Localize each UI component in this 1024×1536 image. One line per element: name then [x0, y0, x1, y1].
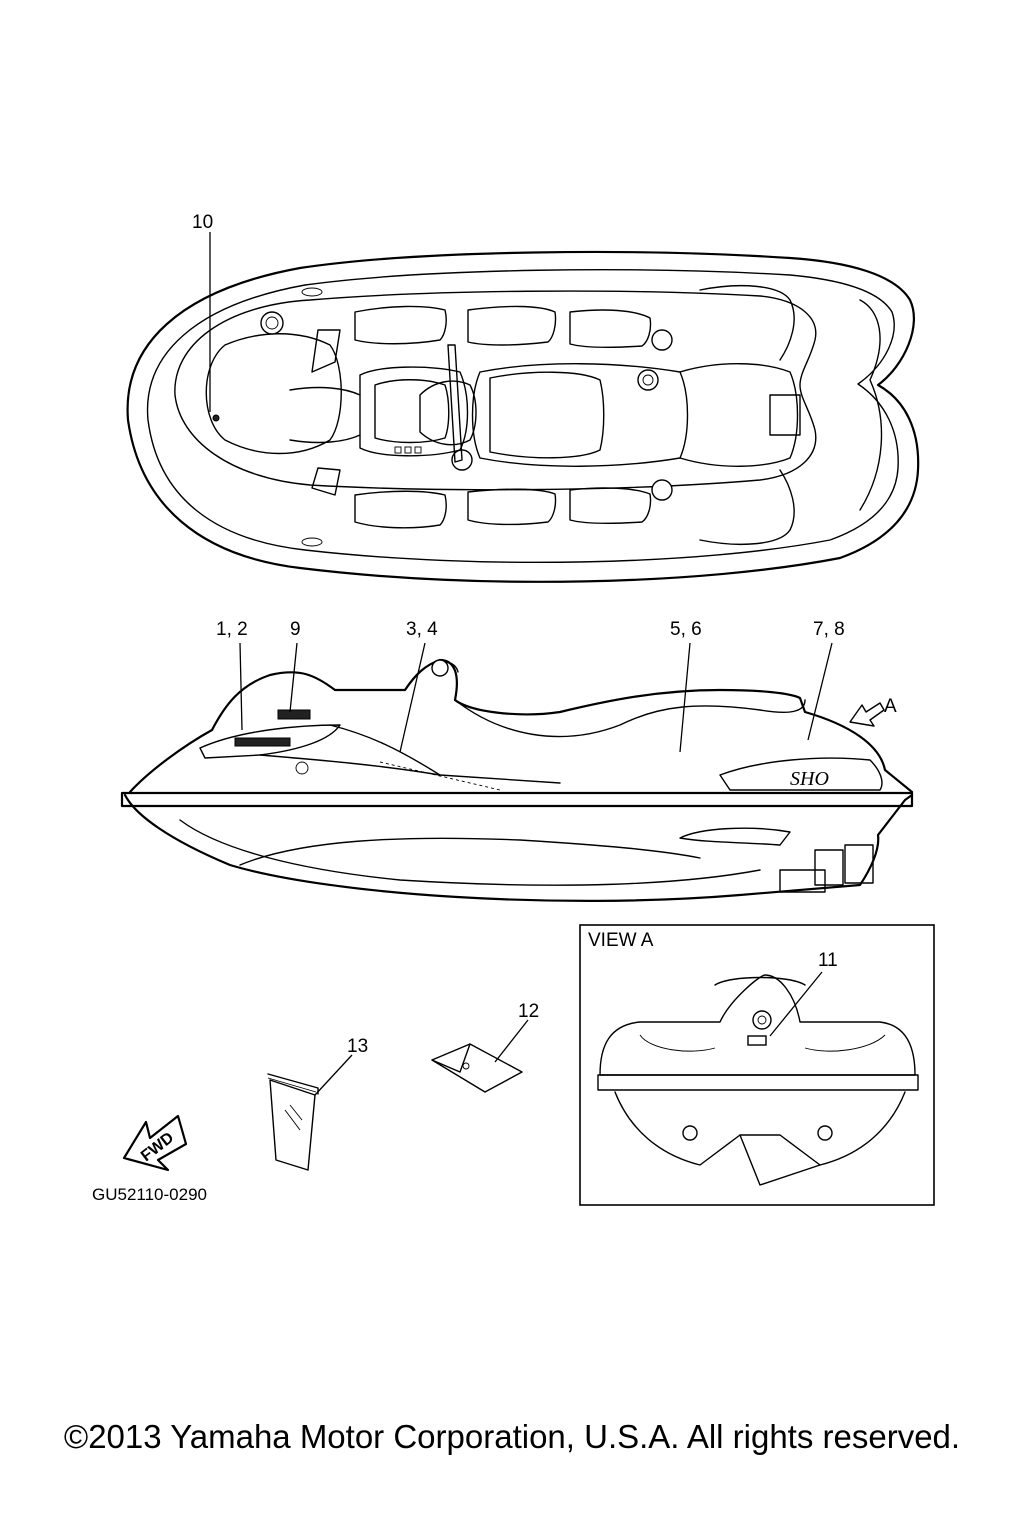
side-view-watercraft: SHO	[120, 658, 914, 902]
callout-3-4: 3, 4	[406, 619, 438, 640]
leader-3-4	[399, 642, 426, 753]
rear-view-watercraft	[597, 974, 919, 1186]
part-13-sheet	[267, 1073, 319, 1171]
callout-12: 12	[518, 1001, 539, 1022]
leader-7-8	[807, 642, 833, 741]
view-a-title: VIEW A	[588, 930, 654, 951]
copyright-notice: ©2013 Yamaha Motor Corporation, U.S.A. A…	[63, 1418, 961, 1455]
leader-11	[769, 971, 823, 1037]
leader-13	[314, 1054, 353, 1096]
diagram-code: GU52110-0290	[92, 1185, 207, 1204]
callout-5-6: 5, 6	[670, 619, 702, 640]
callout-13: 13	[347, 1036, 368, 1057]
callout-9: 9	[290, 619, 301, 640]
callout-1-2: 1, 2	[216, 619, 248, 640]
callout-7-8: 7, 8	[813, 619, 845, 640]
leader-12	[494, 1019, 529, 1063]
view-a-frame	[579, 924, 935, 1206]
top-view-watercraft	[126, 250, 920, 583]
view-a-arrow	[849, 702, 885, 727]
leader-5-6	[679, 642, 691, 753]
callout-A: A	[884, 696, 897, 717]
fwd-arrow-decal: FWD	[122, 1114, 188, 1172]
vxcruiser-decal	[234, 737, 291, 747]
part-12-pouch	[431, 1043, 523, 1093]
leader-9	[289, 642, 298, 713]
leader-1-2	[239, 642, 243, 731]
label-plate-9	[277, 709, 311, 720]
sxr-logo-decal: SHO	[790, 768, 829, 790]
callout-11: 11	[818, 950, 838, 971]
callout-10: 10	[192, 212, 213, 233]
